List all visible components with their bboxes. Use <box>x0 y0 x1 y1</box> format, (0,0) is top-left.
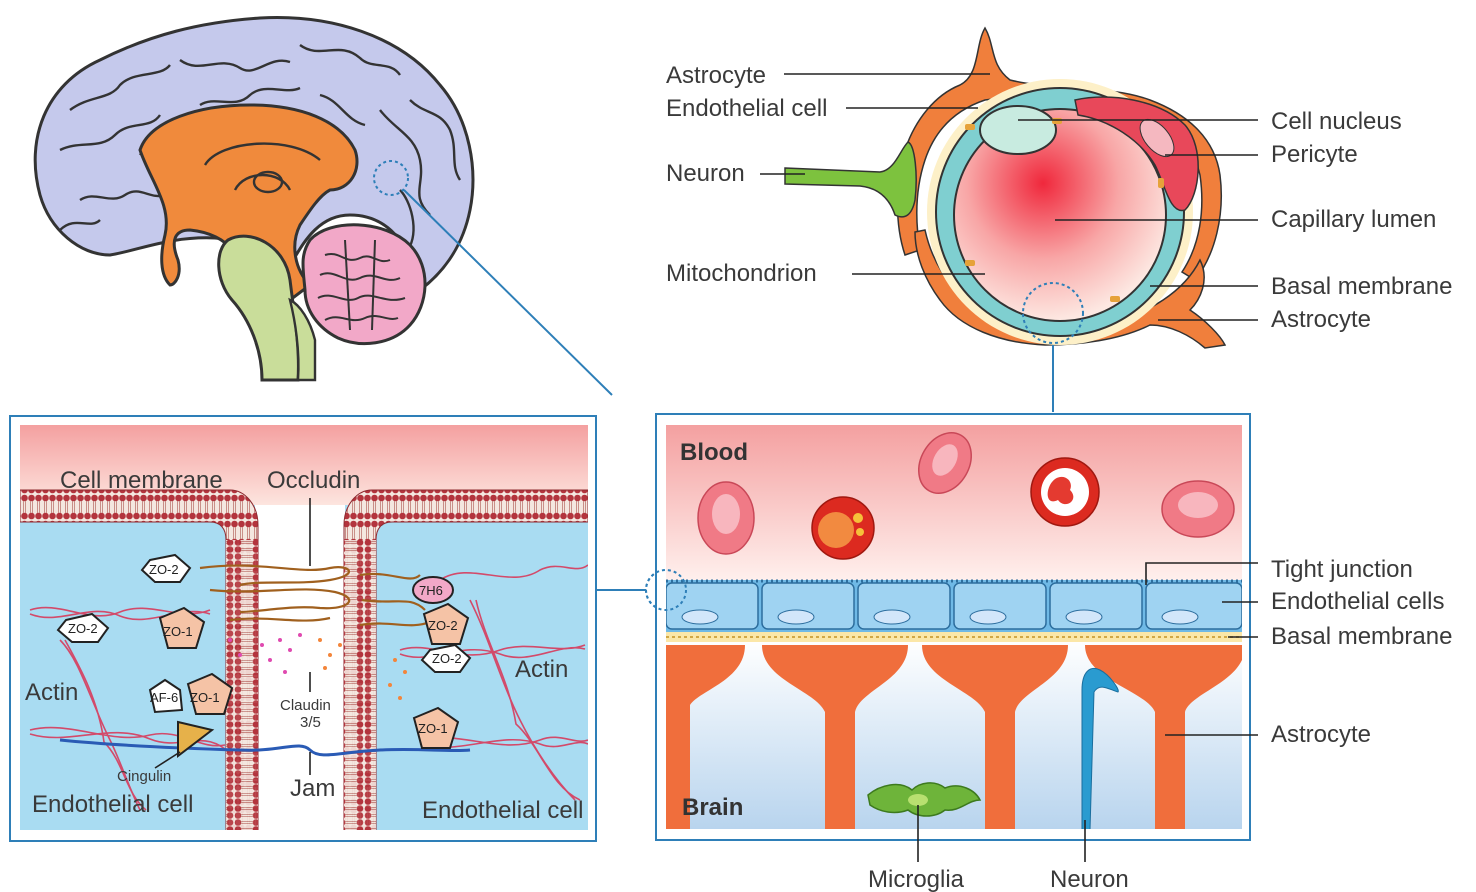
label-endothelial-cell: Endothelial cell <box>666 95 827 122</box>
label-claudin-sub: 3/5 <box>300 714 321 731</box>
protein-zo2-d: ZO-2 <box>432 651 462 666</box>
label-blood: Blood <box>680 439 748 466</box>
protein-zo1-b: ZO-1 <box>190 690 220 705</box>
label-capillary-lumen: Capillary lumen <box>1271 206 1436 233</box>
label-claudin: Claudin <box>280 697 331 714</box>
label-neuron: Neuron <box>1050 866 1129 892</box>
label-pericyte: Pericyte <box>1271 141 1358 168</box>
label-endothelial-cells: Endothelial cells <box>1271 588 1444 615</box>
label-endothelial-right: Endothelial cell <box>422 797 583 824</box>
label-astrocyte-top: Astrocyte <box>666 62 766 89</box>
label-neuron-top: Neuron <box>666 160 745 187</box>
label-tight-junction: Tight junction <box>1271 556 1413 583</box>
protein-7h6: 7H6 <box>419 583 443 598</box>
brain-illustration <box>35 18 612 395</box>
protein-zo2-b: ZO-2 <box>68 621 98 636</box>
protein-zo1-a: ZO-1 <box>163 624 193 639</box>
label-cell-nucleus: Cell nucleus <box>1271 108 1402 135</box>
label-jam: Jam <box>290 775 335 802</box>
bbb-panel <box>656 414 1250 840</box>
protein-zo2-a: ZO-2 <box>149 562 179 577</box>
label-cell-membrane: Cell membrane <box>60 467 223 494</box>
label-astrocyte-bottom: Astrocyte <box>1271 306 1371 333</box>
label-occludin: Occludin <box>267 467 360 494</box>
cerebellum <box>303 225 425 344</box>
label-mitochondrion: Mitochondrion <box>666 260 817 287</box>
endothelial-nucleus <box>980 106 1056 154</box>
label-basal-membrane-top: Basal membrane <box>1271 273 1452 300</box>
protein-af6: AF-6 <box>150 690 178 705</box>
protein-zo1-c: ZO-1 <box>418 721 448 736</box>
label-microglia: Microglia <box>868 866 965 892</box>
label-brain: Brain <box>682 794 743 821</box>
endothelial-cell-row <box>666 580 1242 632</box>
label-actin-right: Actin <box>515 656 568 683</box>
label-endothelial-left: Endothelial cell <box>32 791 193 818</box>
label-cingulin: Cingulin <box>117 768 171 785</box>
label-actin-left: Actin <box>25 679 78 706</box>
label-basal-membrane: Basal membrane <box>1271 623 1452 650</box>
neuron-process <box>785 142 916 217</box>
protein-zo2-c: ZO-2 <box>428 618 458 633</box>
label-astrocyte: Astrocyte <box>1271 721 1371 748</box>
